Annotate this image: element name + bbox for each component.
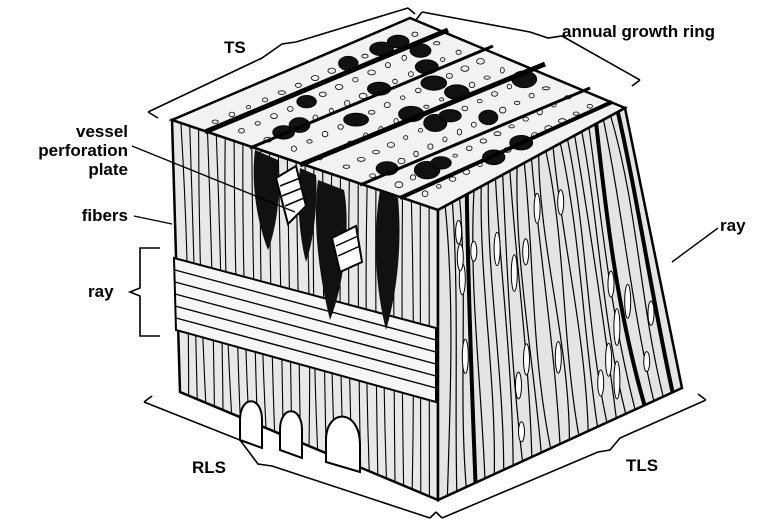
right-ray-cell	[614, 361, 620, 399]
label-annual-growth-ring: annual growth ring	[562, 22, 715, 41]
label-ray-left: ray	[88, 282, 114, 301]
label-ray-right: ray	[720, 216, 746, 235]
top-vessel-pore	[297, 96, 316, 108]
right-ray-cell	[555, 342, 561, 374]
label-vessel: vessel	[58, 122, 128, 141]
ray-right-leader	[672, 228, 718, 262]
right-ray-cell	[614, 309, 620, 346]
right-ray-cell	[494, 232, 500, 265]
right-ray-cell	[606, 343, 612, 376]
label-plate: plate	[58, 160, 128, 179]
fibers-leader	[134, 216, 172, 224]
right-ray-cell	[524, 344, 530, 375]
top-vessel-pore	[421, 76, 447, 90]
right-ray-cell	[625, 284, 631, 318]
ray-left-bracket	[130, 248, 160, 336]
right-ray-cell	[608, 271, 614, 297]
label-tls: TLS	[626, 456, 658, 475]
right-ray-cell	[534, 193, 540, 223]
right-ray-cell	[462, 339, 468, 373]
right-ray-cell	[471, 241, 477, 261]
right-ray-cell	[511, 255, 517, 292]
right-ray-cell	[558, 190, 564, 215]
label-ts: TS	[224, 38, 246, 57]
right-ray-cell	[648, 301, 654, 325]
top-vessel-pore	[439, 110, 461, 122]
label-perforation: perforation	[28, 141, 128, 160]
top-vessel-pore	[344, 113, 369, 126]
right-ray-cell	[519, 422, 525, 442]
label-fibers: fibers	[58, 206, 128, 225]
top-vessel-pore	[431, 157, 451, 169]
right-ray-cell	[456, 220, 462, 244]
label-rls: RLS	[192, 458, 226, 477]
right-ray-cell	[457, 244, 463, 271]
right-ray-cell	[598, 370, 604, 396]
right-ray-cell	[644, 352, 650, 372]
right-ray-cell	[523, 239, 529, 265]
top-vessel-pore	[479, 110, 498, 124]
right-ray-cell	[516, 372, 522, 399]
